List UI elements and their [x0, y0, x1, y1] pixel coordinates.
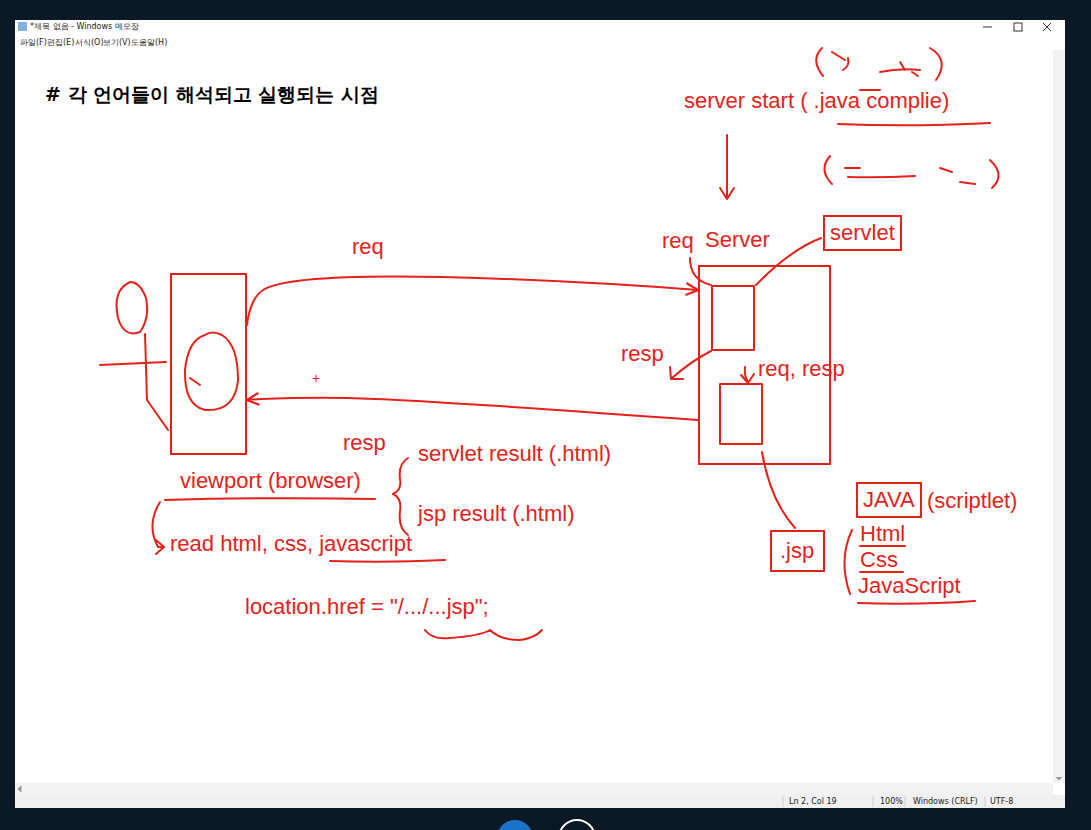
brace [393, 458, 408, 535]
note-text: servlet result (.html) [418, 441, 611, 466]
underline [838, 123, 990, 125]
note-text: Html [860, 521, 905, 546]
close-icon [1043, 23, 1051, 31]
note-text: read html, css, javascript [170, 531, 412, 556]
box-label: .jsp [780, 538, 814, 563]
underline [330, 560, 445, 562]
edge-label: req [350, 234, 386, 259]
window-title: *제목 없음 - Windows 메모장 [30, 22, 139, 31]
status-separators [783, 796, 985, 807]
note-text: (scriptlet) [927, 488, 1017, 513]
note-text: resp [621, 341, 664, 366]
curved-arrow [152, 502, 164, 554]
req-resp-arrow [741, 367, 754, 383]
dock-button [559, 820, 595, 830]
note-text: jsp result (.html) [418, 501, 574, 526]
status-text: 100% [880, 797, 903, 806]
flow-arrow [247, 398, 698, 420]
menu-item: 파일(F) [20, 38, 47, 47]
box-label: viewport (browser) [180, 468, 361, 493]
note-text: + [312, 370, 320, 386]
page-heading: # 각 언어들이 해석되고 실행되는 시점 [45, 84, 379, 106]
status-bar [15, 795, 1065, 808]
status-text: UTF-8 [990, 797, 1013, 806]
horizontal-scrollbar [15, 783, 1053, 795]
emoticon-scribble [824, 156, 998, 188]
app-icon [18, 22, 27, 31]
note-text: server start ( .java complie) [684, 88, 949, 113]
bracket [844, 530, 852, 594]
note-text: resp [343, 430, 386, 455]
squiggle [425, 630, 542, 640]
note-text: req [662, 228, 694, 253]
status-text: Windows (CRLF) [913, 797, 978, 806]
resp-arrow [670, 351, 711, 379]
servlet-container [712, 286, 754, 350]
stick-figure [100, 282, 168, 430]
vertical-scrollbar [1053, 50, 1065, 783]
menu-item: 편집(E) [47, 38, 74, 47]
box-label: Server [705, 227, 770, 252]
java-box: JAVA [856, 482, 922, 518]
flow-arrow [247, 277, 698, 325]
face-sketch [185, 333, 238, 411]
minimize-icon [983, 27, 992, 28]
note-text: location.href = "/.../...jsp"; [245, 594, 489, 619]
server-box: Server [698, 265, 831, 465]
menu-item: 보기(V) [103, 38, 131, 47]
underline [858, 546, 975, 604]
leader-line [690, 258, 711, 285]
menu-item: 서식(O) [75, 38, 104, 47]
servlet-box: servlet [823, 215, 902, 251]
emoticon-scribble [816, 48, 942, 90]
scroll-arrows [18, 777, 1062, 792]
note-text: JavaScript [858, 573, 961, 598]
browser-box: viewport (browser) [170, 273, 247, 455]
jsp-box: .jsp [770, 530, 825, 572]
note-text: req, resp [756, 356, 847, 381]
jsp-container [720, 384, 762, 444]
maximize-icon [1014, 23, 1022, 31]
underline [165, 498, 375, 500]
dock-button [497, 820, 533, 830]
box-label: servlet [830, 220, 895, 245]
notepad-window [15, 20, 1065, 808]
menu-item: 도움말(H) [131, 38, 167, 47]
note-text: Css [860, 547, 898, 572]
box-label: JAVA [863, 487, 915, 512]
down-arrow [720, 135, 734, 199]
status-text: Ln 2, Col 19 [789, 797, 837, 806]
